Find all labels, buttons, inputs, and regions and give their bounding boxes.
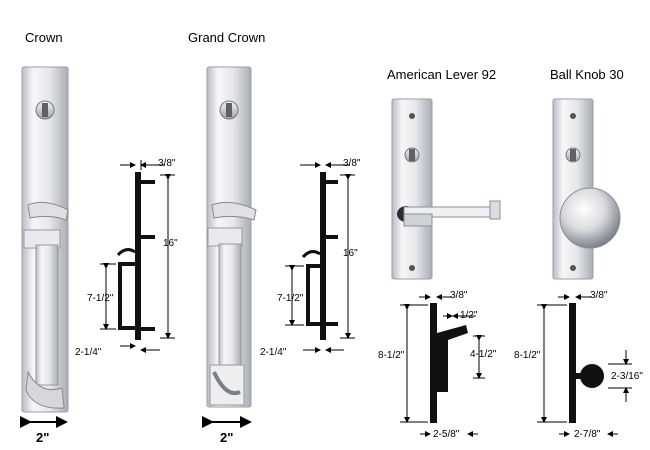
title-crown: Crown	[25, 30, 63, 45]
crown-height: 16"	[163, 238, 178, 249]
american-lever-height: 8-1/2"	[378, 350, 405, 361]
grand-crown-top-offset: 3/8"	[343, 158, 361, 169]
ball-knob-knob-height: 2-3/16"	[611, 371, 643, 382]
title-ball-knob: Ball Knob 30	[550, 67, 624, 82]
crown-profile: 3/8" 16" 7-1/2" 2-1/4"	[75, 158, 178, 358]
ball-knob-profile: 3/8" 8-1/2" 2-3/16" 2-7/8"	[514, 290, 643, 440]
crown-grip: 7-1/2"	[87, 293, 114, 304]
ball-knob-projection: 2-7/8"	[574, 429, 601, 440]
ball-knob-trim	[552, 98, 621, 280]
american-lever-offset: 1/2"	[460, 310, 478, 321]
grand-crown-profile: 3/8" 16" 7-1/2" 2-1/4"	[260, 158, 361, 358]
grand-crown-plate-width: 2"	[220, 430, 233, 445]
grand-crown-handleset	[206, 66, 257, 408]
grand-crown-width-dim: 2"	[202, 416, 252, 445]
crown-width-dim: 2"	[20, 416, 68, 445]
title-american-lever: American Lever 92	[387, 67, 497, 82]
crown-depth: 2-1/4"	[75, 347, 102, 358]
ball-knob-top-offset: 3/8"	[590, 290, 608, 301]
american-lever-lever-height: 4-1/2"	[470, 349, 497, 360]
american-lever-projection: 2-5/8"	[433, 429, 460, 440]
grand-crown-depth: 2-1/4"	[260, 347, 287, 358]
ball-knob-height: 8-1/2"	[514, 350, 541, 361]
grand-crown-height: 16"	[343, 248, 358, 259]
crown-plate-width: 2"	[36, 430, 49, 445]
american-lever-profile: 3/8" 1/2" 8-1/2" 4-1/2" 2-5/8"	[378, 290, 497, 440]
crown-handleset	[21, 66, 69, 413]
american-lever-top-offset: 3/8"	[450, 290, 468, 301]
grand-crown-grip: 7-1/2"	[277, 293, 304, 304]
title-grand-crown: Grand Crown	[188, 30, 266, 45]
american-lever-trim	[391, 98, 501, 280]
crown-top-offset: 3/8"	[158, 158, 176, 169]
